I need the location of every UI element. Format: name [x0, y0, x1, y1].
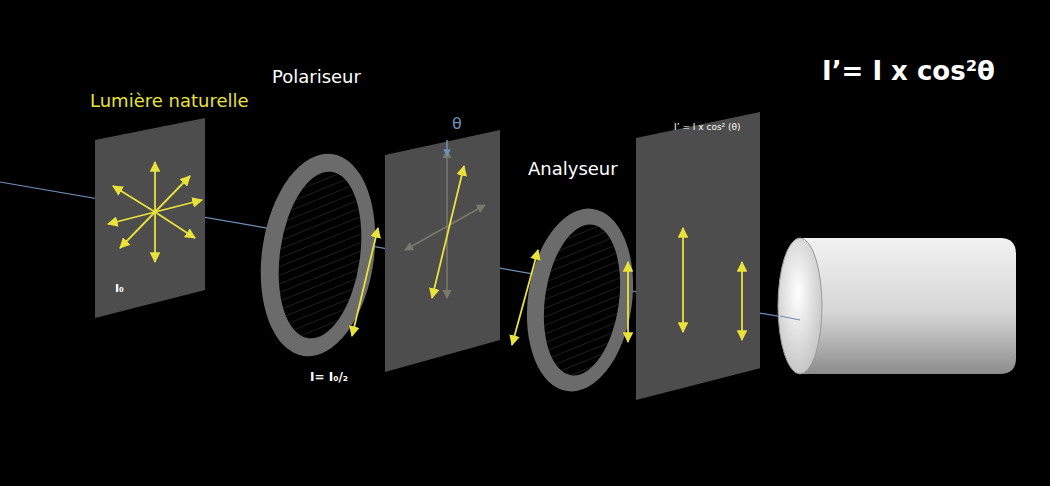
- intensity-label: I₀: [115, 282, 124, 295]
- angle-pointer: [446, 140, 448, 156]
- polarized-arrow: [512, 250, 538, 345]
- detector-cylinder: [778, 238, 1016, 374]
- formula: I’= I x cos²θ: [822, 56, 995, 86]
- intensity-label: I’ = I x cos² (θ): [674, 122, 741, 132]
- panel-shape: [636, 112, 760, 400]
- polarized-arrow: [352, 228, 378, 336]
- angle-symbol: θ: [452, 114, 462, 133]
- component-arrows: [405, 150, 485, 298]
- part-label: Polariseur: [272, 66, 361, 87]
- wave-plane: [385, 130, 500, 372]
- intensity-label: I= I₀/₂: [310, 370, 348, 384]
- analyzer-ring: [516, 202, 645, 399]
- wave-plane: I’ = I x cos² (θ): [636, 112, 760, 400]
- title-label: Lumière naturelle: [90, 90, 249, 111]
- polarized-arrow: [432, 166, 464, 298]
- part-label: Analyseur: [528, 158, 618, 179]
- polarizer-ring: [248, 146, 387, 364]
